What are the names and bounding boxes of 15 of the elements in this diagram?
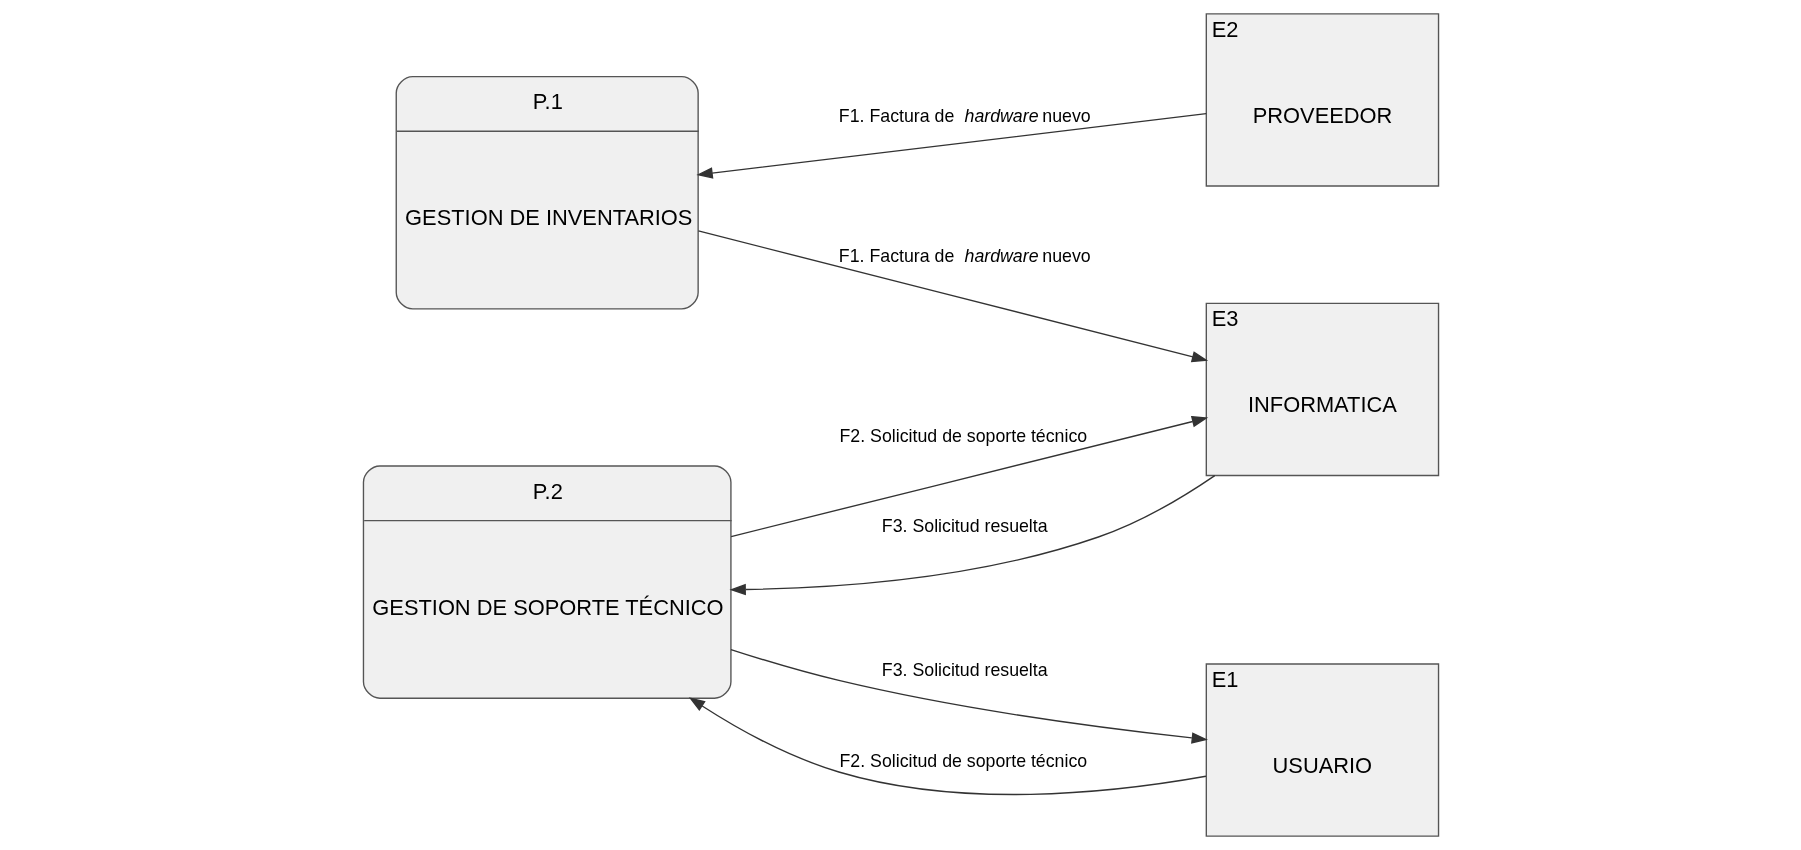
arrow bbox=[729, 416, 1208, 538]
arrow bbox=[728, 474, 1215, 596]
node-box: E2 PROVEEDOR bbox=[1205, 13, 1439, 187]
edge-label: F2. Solicitud de soporte técnico bbox=[839, 425, 1087, 446]
edge-label: F3. Solicitud resuelta bbox=[881, 516, 1048, 537]
edge-label: F1. Factura de hardware nuevo bbox=[838, 106, 1091, 127]
edge-label: F3. Solicitud resuelta bbox=[881, 659, 1048, 680]
arrow bbox=[688, 697, 1207, 796]
arrow bbox=[695, 113, 1207, 179]
edge-label: F1. Factura de hardware nuevo bbox=[838, 245, 1091, 266]
node-box: E1 USUARIO bbox=[1205, 663, 1439, 837]
edge-label: F2. Solicitud de soporte técnico bbox=[839, 751, 1087, 772]
arrow bbox=[729, 648, 1208, 744]
node-box: E3 INFORMATICA bbox=[1205, 302, 1439, 477]
arrow bbox=[697, 230, 1208, 363]
